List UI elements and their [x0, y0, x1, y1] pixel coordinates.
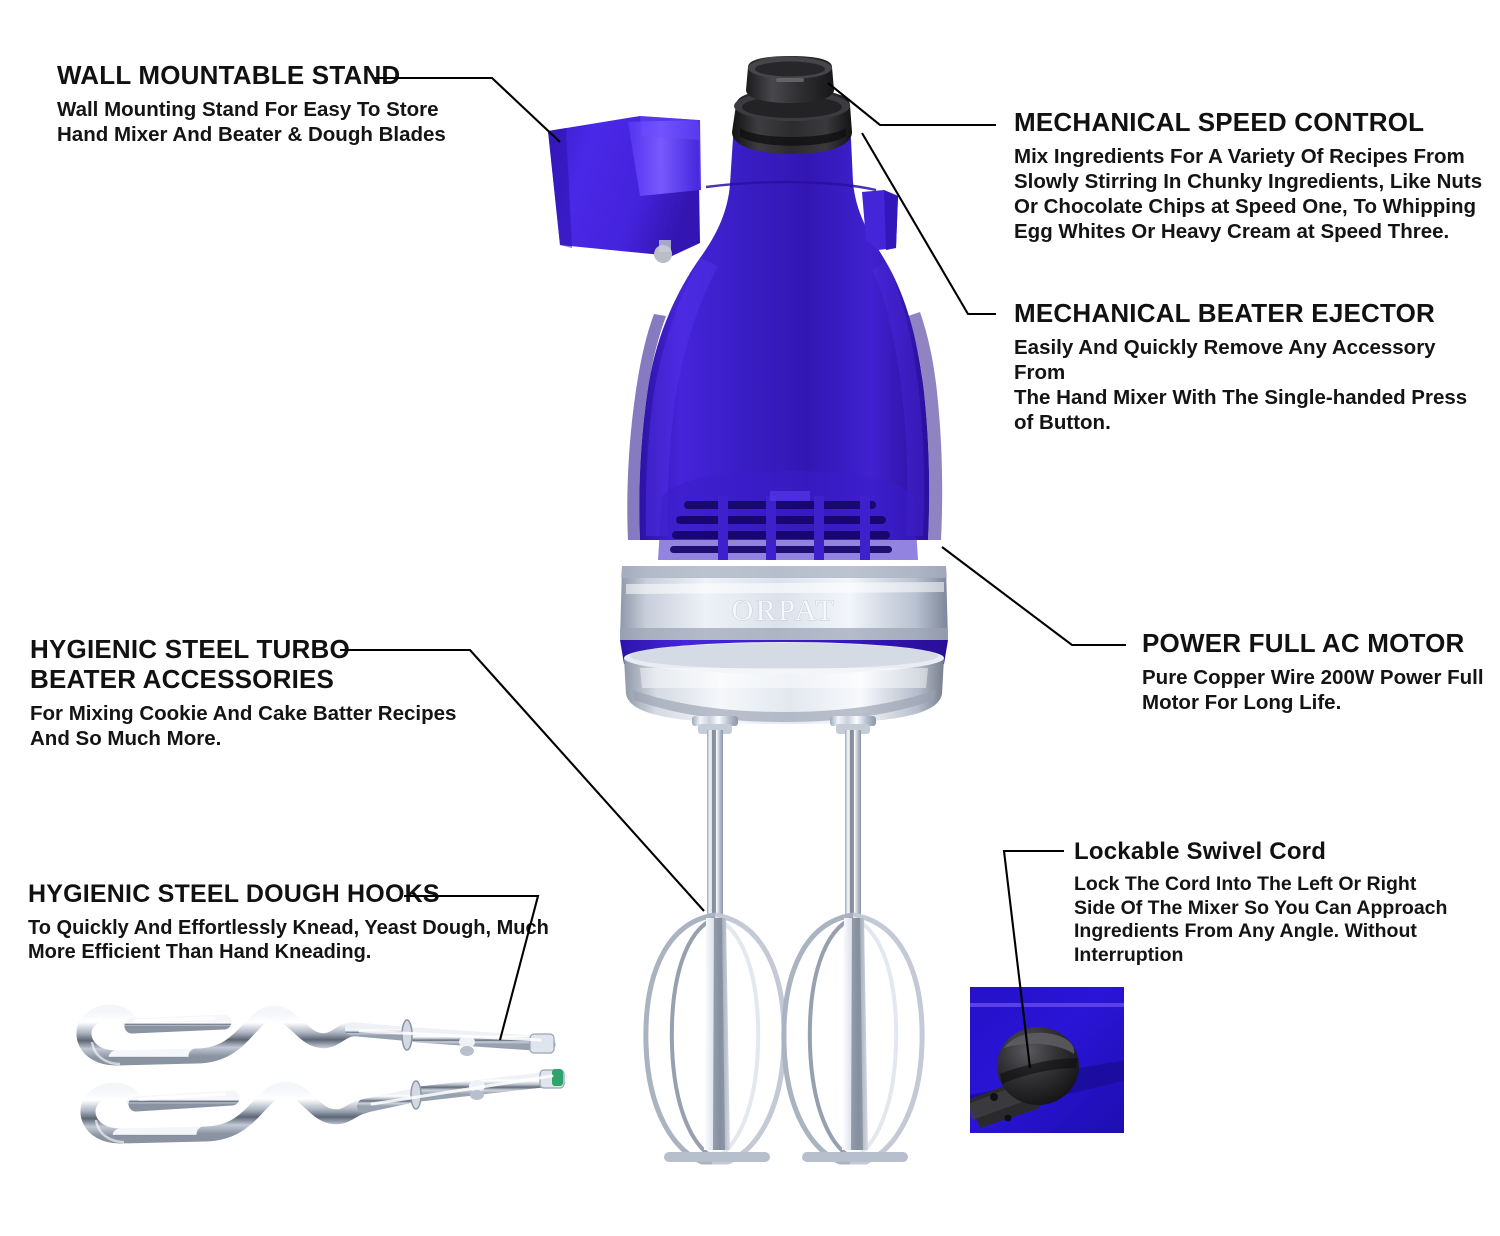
- callout-mechanical-speed-control: MECHANICAL SPEED CONTROL Mix Ingredients…: [1014, 107, 1484, 244]
- callout-title-ac-motor: POWER FULL AC MOTOR: [1142, 628, 1465, 658]
- motor-vent-grille: [658, 471, 918, 560]
- callout-body-swivel-cord: Lock The Cord Into The Left Or Right Sid…: [1074, 872, 1448, 967]
- dough-hook-top: [76, 1004, 556, 1066]
- dough-hook-bottom: [80, 1069, 568, 1144]
- callout-power-full-ac-motor: POWER FULL AC MOTOR Pure Copper Wire 200…: [1142, 628, 1492, 715]
- turbo-beater-right: [781, 716, 925, 1165]
- beater-ejector-button: [746, 56, 834, 103]
- chrome-base-collar: [620, 640, 948, 724]
- swivel-cord-photo: [968, 985, 1126, 1135]
- callout-body-beater-ejector: Easily And Quickly Remove Any Accessory …: [1014, 336, 1468, 435]
- callout-body-ac-motor: Pure Copper Wire 200W Power Full Motor F…: [1142, 666, 1484, 715]
- callout-title-beater-ejector: MECHANICAL BEATER EJECTOR: [1014, 298, 1436, 328]
- turbo-beater-left: [643, 716, 787, 1165]
- brand-band: ORPAT: [620, 566, 948, 640]
- callout-body-speed-control: Mix Ingredients For A Variety Of Recipes…: [1014, 145, 1483, 244]
- callout-title-speed-control: MECHANICAL SPEED CONTROL: [1014, 107, 1425, 137]
- callout-hygienic-steel-turbo-beater: HYGIENIC STEEL TURBO BEATER ACCESSORIES …: [30, 634, 470, 751]
- callout-body-turbo-beaters: For Mixing Cookie And Cake Batter Recipe…: [30, 702, 457, 751]
- wall-mount-bracket: [548, 116, 701, 263]
- callout-title-swivel-cord: Lockable Swivel Cord: [1074, 838, 1327, 865]
- callout-title-turbo-beaters: HYGIENIC STEEL TURBO BEATER ACCESSORIES: [30, 634, 350, 695]
- callout-mechanical-beater-ejector: MECHANICAL BEATER EJECTOR Easily And Qui…: [1014, 298, 1484, 435]
- callout-lockable-swivel-cord: Lockable Swivel Cord Lock The Cord Into …: [1074, 838, 1474, 968]
- brand-wordmark: ORPAT: [732, 594, 837, 627]
